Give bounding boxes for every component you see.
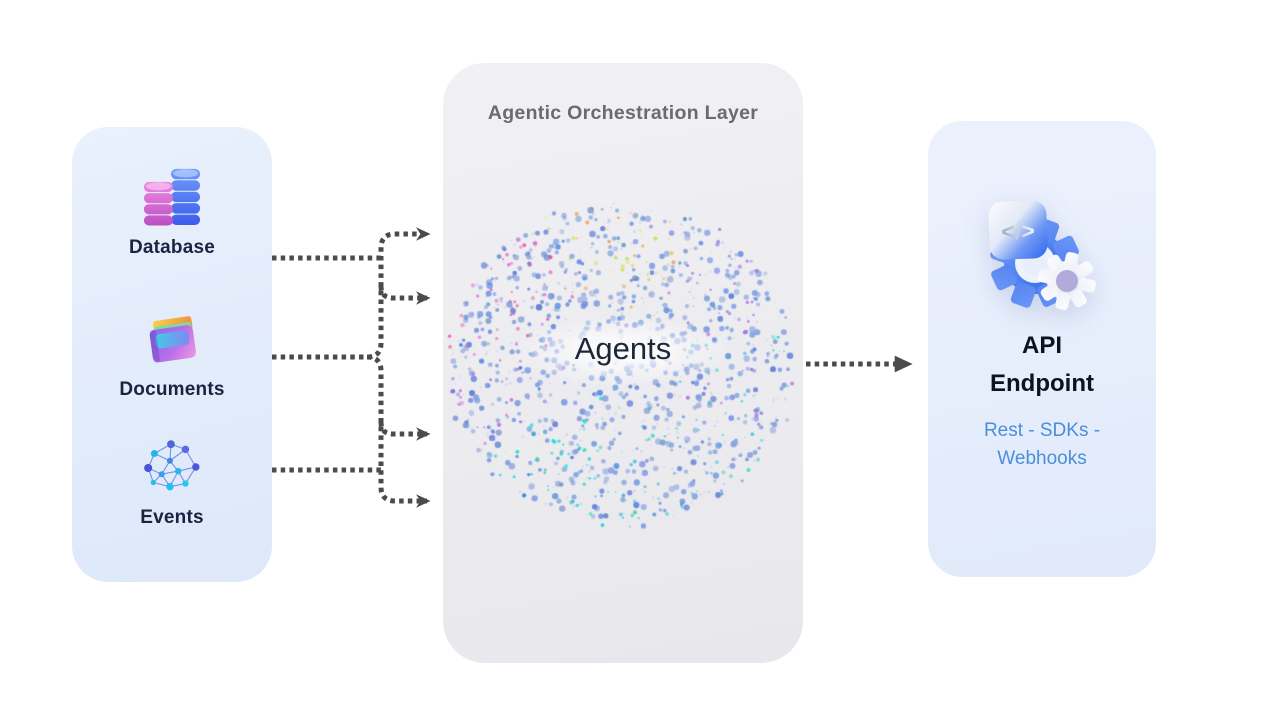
source-label-events: Events [140,507,204,528]
database-icon [143,168,201,226]
source-item-events: Events [80,439,264,529]
api-gears-icon: </> [988,200,1096,310]
agents-particle-field [443,63,803,663]
api-endpoint-panel: </> API Endpoint Rest - SDKs - Webhooks [928,121,1156,577]
arrow-branch-4 [366,354,431,508]
orchestration-panel: Agents [443,63,803,663]
white-gear [1038,252,1096,310]
api-endpoint-title: API Endpoint [990,332,1094,397]
orchestration-title: Agentic Orchestration Layer [487,102,759,124]
source-label-documents: Documents [119,379,225,400]
arrow-branch-1 [272,227,431,360]
source-item-database: Database [80,163,264,259]
data-sources-panel: Database [72,127,272,582]
source-item-documents: Documents [80,311,264,401]
agents-core-label: Agents [574,331,672,366]
code-glyph: </> [1001,217,1035,244]
arrow-branch-3 [378,421,431,441]
api-endpoint-subtitle: Rest - SDKs - Webhooks [983,420,1101,469]
arrow-branch-2 [378,285,431,305]
source-label-database: Database [128,237,216,258]
events-icon [144,440,200,491]
code-square: </> [988,200,1048,260]
documents-icon [149,316,196,363]
